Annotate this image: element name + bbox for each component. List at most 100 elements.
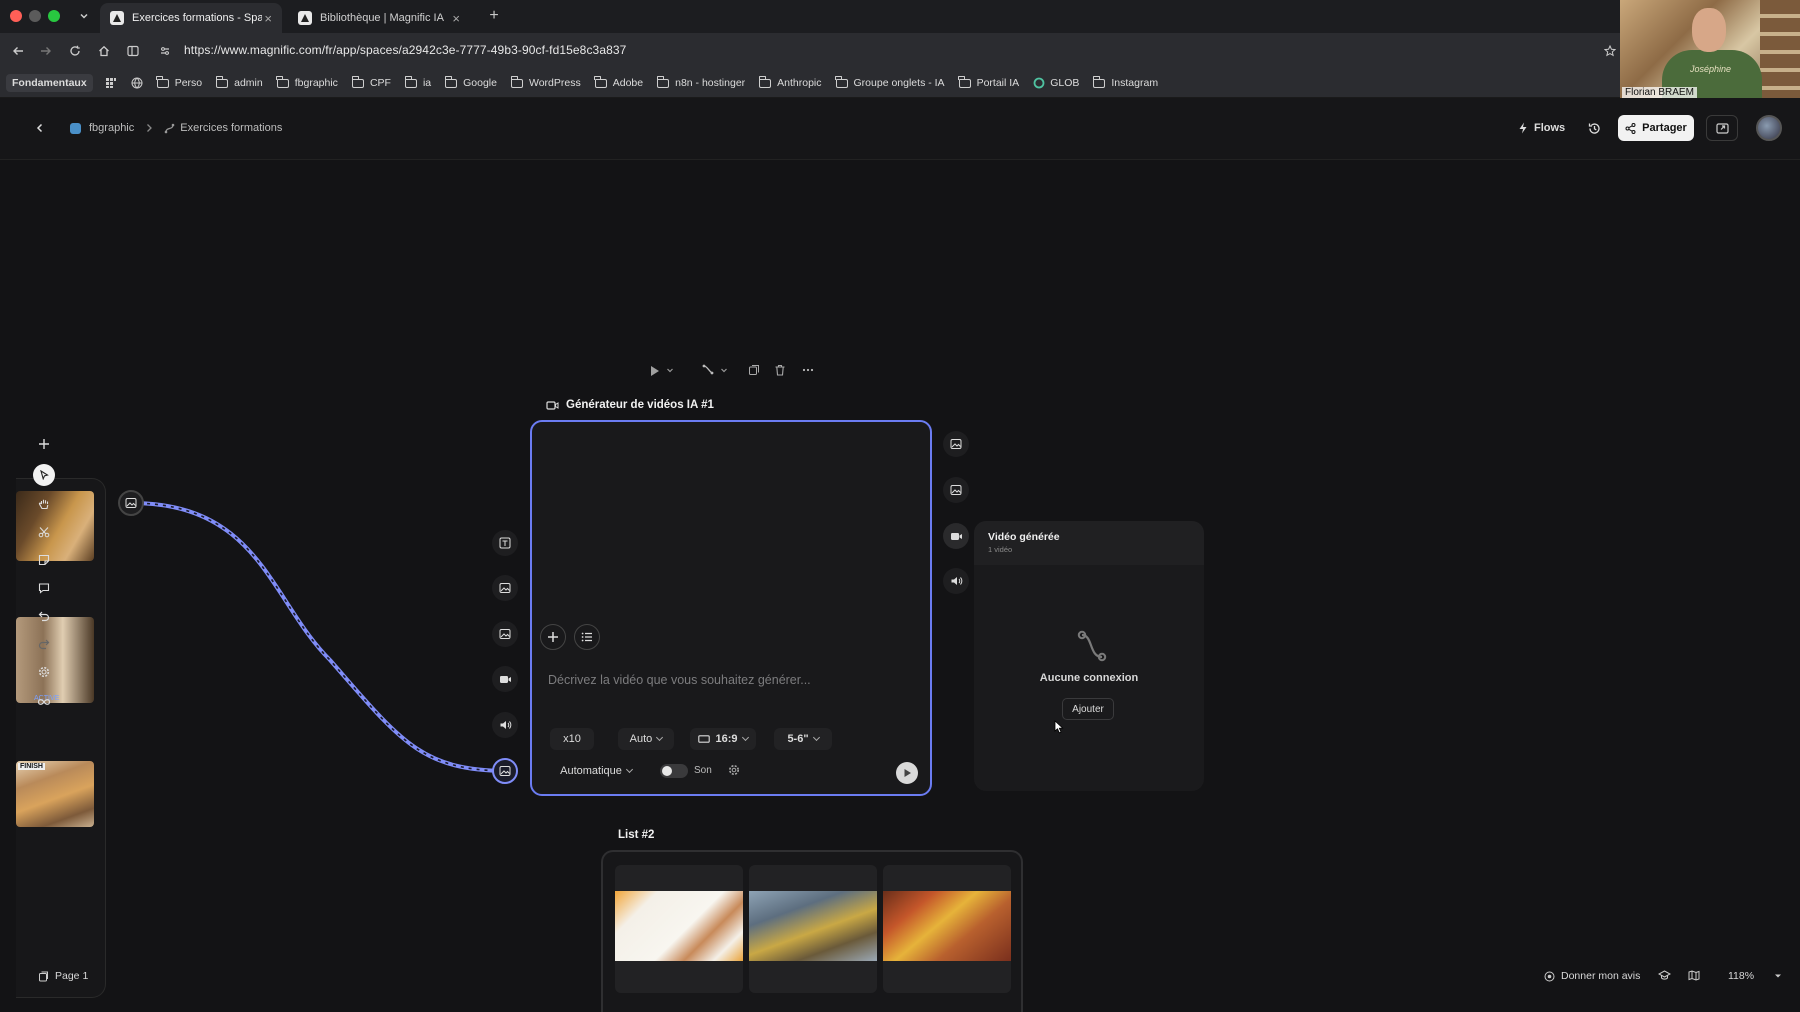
close-window-button[interactable]: [10, 10, 22, 22]
text-input-port[interactable]: [492, 530, 518, 556]
feedback-button[interactable]: Donner mon avis: [1544, 970, 1640, 982]
close-tab-icon[interactable]: ×: [264, 10, 272, 26]
bookmark-fbgraphic[interactable]: fbgraphic: [276, 75, 338, 89]
url-field[interactable]: https://www.magnific.com/fr/app/spaces/a…: [184, 43, 627, 57]
sticky-note-icon[interactable]: [34, 550, 54, 570]
image-input-port-2[interactable]: [492, 621, 518, 647]
list-button[interactable]: [574, 624, 600, 650]
video-input-port[interactable]: [492, 666, 518, 692]
maximize-window-button[interactable]: [48, 10, 60, 22]
zoom-dropdown[interactable]: 118%: [1728, 970, 1782, 982]
scissors-icon[interactable]: [34, 522, 54, 542]
bookmark-star-icon[interactable]: [1600, 41, 1620, 61]
page-selector[interactable]: Page 1: [38, 970, 88, 982]
minimap-icon[interactable]: [1688, 970, 1700, 981]
bookmark-n8n-hostinger[interactable]: n8n - hostinger: [656, 75, 745, 89]
output-audio-port[interactable]: [943, 568, 969, 594]
duration-dropdown[interactable]: 5-6": [774, 728, 832, 750]
site-settings-icon[interactable]: [158, 41, 172, 61]
image-icon: [125, 498, 137, 508]
add-node-plus-icon[interactable]: [34, 434, 54, 454]
forward-arrow-icon[interactable]: [36, 41, 56, 61]
undo-icon[interactable]: [34, 606, 54, 626]
home-icon[interactable]: [94, 41, 114, 61]
learn-graduation-cap-icon[interactable]: [1658, 970, 1671, 981]
breadcrumb-project[interactable]: fbgraphic: [89, 122, 135, 134]
bookmark-groupe-onglets-ia[interactable]: Groupe onglets - IA: [835, 75, 945, 89]
mode-dropdown[interactable]: Auto: [618, 728, 674, 750]
bookmark-ia[interactable]: ia: [404, 75, 431, 89]
bookmark-google[interactable]: Google: [444, 75, 497, 89]
reload-icon[interactable]: [65, 41, 85, 61]
panel-image-monkey-detail[interactable]: [16, 617, 94, 703]
panel-image-monkey-finish[interactable]: FINISH: [16, 761, 94, 827]
lightning-icon: [1519, 122, 1527, 134]
image-input-port[interactable]: [492, 575, 518, 601]
bookmark-admin[interactable]: admin: [215, 75, 263, 89]
bookmark-adobe[interactable]: Adobe: [594, 75, 643, 89]
tab-list-chevron-icon[interactable]: [74, 6, 94, 26]
flows-button[interactable]: Flows: [1518, 118, 1565, 138]
generated-video-node[interactable]: Vidéo générée 1 vidéo Aucune connexion A…: [974, 521, 1204, 791]
aspect-ratio-dropdown[interactable]: 16:9: [690, 728, 756, 750]
bookmark-portail-ia[interactable]: Portail IA: [958, 75, 1019, 89]
tab-bibliotheque[interactable]: Bibliothèque | Magnific IA ×: [288, 3, 470, 33]
page-label: Page 1: [55, 970, 89, 982]
bookmark-instagram[interactable]: Instagram: [1093, 75, 1158, 89]
close-tab-icon[interactable]: ×: [452, 10, 460, 26]
new-tab-plus-icon[interactable]: +: [489, 7, 499, 24]
bookmark-fondamentaux[interactable]: Fondamentaux: [6, 74, 93, 92]
back-arrow-icon[interactable]: [8, 41, 28, 61]
output-image-port[interactable]: [943, 431, 969, 457]
panel-image-monkey-face[interactable]: [16, 491, 94, 561]
add-reference-plus-button[interactable]: [540, 624, 566, 650]
delete-trash-icon[interactable]: [774, 364, 786, 376]
bookmark-glob[interactable]: GLOB: [1033, 77, 1079, 89]
breadcrumb-space[interactable]: Exercices formations: [180, 122, 283, 134]
video-generator-node[interactable]: Décrivez la vidéo que vous souhaitez gén…: [530, 420, 932, 796]
list-item[interactable]: [615, 865, 743, 993]
run-options-chevron-icon[interactable]: [666, 366, 674, 374]
apps-grid-icon[interactable]: [105, 77, 117, 89]
image-input-port-connected[interactable]: [492, 758, 518, 784]
bookmark-wordpress[interactable]: WordPress: [510, 75, 581, 89]
run-play-icon[interactable]: [650, 365, 660, 377]
sound-toggle[interactable]: [660, 764, 688, 778]
user-avatar[interactable]: [1756, 115, 1782, 141]
select-cursor-icon[interactable]: [33, 464, 55, 486]
video-prompt-input[interactable]: Décrivez la vidéo que vous souhaitez gén…: [548, 673, 811, 687]
add-connection-button[interactable]: Ajouter: [1062, 698, 1114, 720]
output-video-port[interactable]: [943, 523, 969, 549]
connect-path-icon[interactable]: [702, 364, 714, 376]
advanced-settings-gear-icon[interactable]: [728, 764, 740, 776]
model-dropdown[interactable]: Automatique: [548, 760, 644, 782]
minimize-window-button[interactable]: [29, 10, 41, 22]
tab-exercices-formations[interactable]: Exercices formations - Space ×: [100, 3, 282, 33]
generate-run-button[interactable]: [896, 762, 918, 784]
redo-icon[interactable]: [34, 634, 54, 654]
bookmark-cpf[interactable]: CPF: [351, 75, 391, 89]
audio-input-port[interactable]: [492, 712, 518, 738]
share-button[interactable]: Partager: [1618, 115, 1694, 141]
infinity-icon[interactable]: [34, 692, 54, 712]
list-item[interactable]: [883, 865, 1011, 993]
comment-icon[interactable]: [34, 578, 54, 598]
breadcrumb-chevron-icon: [147, 124, 153, 132]
bookmark-perso[interactable]: Perso: [156, 75, 202, 89]
source-image-port[interactable]: [118, 490, 144, 516]
settings-gear-icon[interactable]: [34, 662, 54, 682]
connect-options-chevron-icon[interactable]: [720, 366, 728, 374]
count-selector[interactable]: x10: [550, 728, 594, 750]
back-chevron-icon[interactable]: [30, 118, 50, 138]
present-button[interactable]: [1706, 115, 1738, 141]
more-options-icon[interactable]: [802, 364, 814, 376]
history-icon[interactable]: [1584, 118, 1604, 138]
duplicate-icon[interactable]: [748, 364, 760, 376]
bookmark-anthropic[interactable]: Anthropic: [758, 75, 822, 89]
list-item[interactable]: [749, 865, 877, 993]
list-node[interactable]: [601, 850, 1023, 1012]
globe-icon[interactable]: [131, 77, 143, 89]
sidebar-toggle-icon[interactable]: [123, 41, 143, 61]
output-image-port-2[interactable]: [943, 477, 969, 503]
hand-pan-icon[interactable]: [34, 494, 54, 514]
